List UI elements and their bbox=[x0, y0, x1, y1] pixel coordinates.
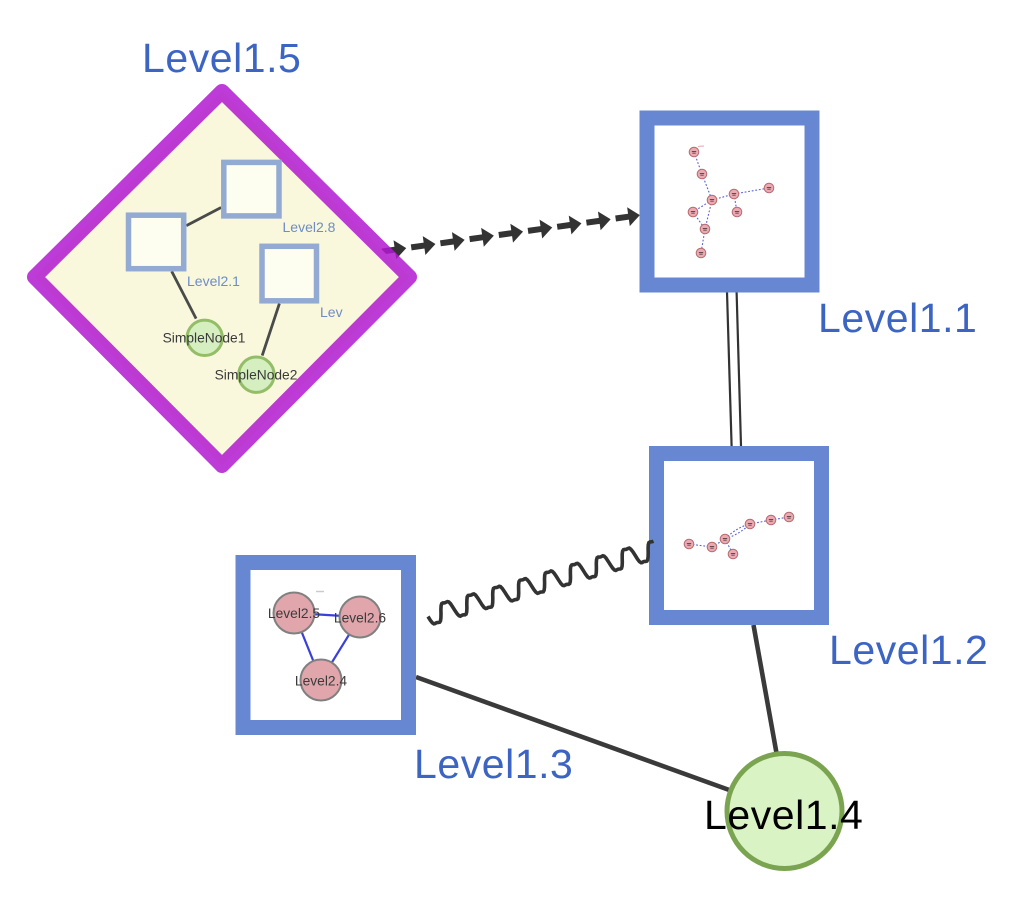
svg-text:Level2.1: Level2.1 bbox=[187, 273, 240, 289]
svg-text:Level1.5: Level1.5 bbox=[142, 35, 301, 81]
svg-text:Level1.3: Level1.3 bbox=[414, 741, 573, 787]
svg-text:Level1.4: Level1.4 bbox=[704, 792, 863, 838]
svg-text:Level2.4: Level2.4 bbox=[295, 674, 347, 689]
svg-text:SimpleNode1: SimpleNode1 bbox=[163, 331, 246, 346]
svg-text:Lev: Lev bbox=[320, 304, 343, 320]
svg-text:Level2.5: Level2.5 bbox=[268, 606, 320, 621]
svg-text:SimpleNode2: SimpleNode2 bbox=[215, 368, 298, 383]
svg-text:Level2.6: Level2.6 bbox=[334, 610, 386, 625]
svg-text:Level2.8: Level2.8 bbox=[283, 219, 336, 235]
svg-text:Level1.1: Level1.1 bbox=[818, 295, 977, 341]
svg-text:Level1.2: Level1.2 bbox=[829, 627, 988, 673]
